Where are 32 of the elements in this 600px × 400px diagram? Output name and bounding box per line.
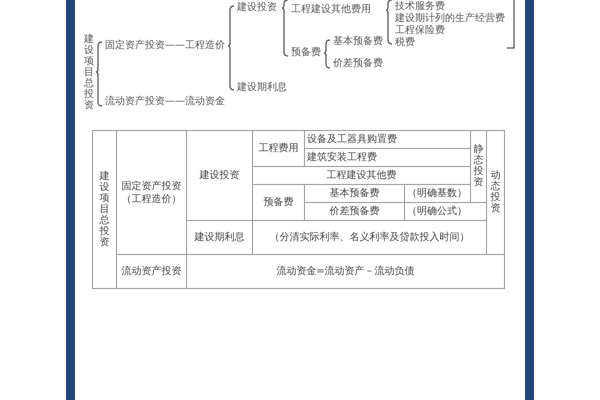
table-text: 建设项目总投资 [100, 170, 110, 248]
table-text: 工程建设其他费 [326, 169, 396, 182]
tree-label: 工程建设其他费用 [291, 4, 371, 16]
table-text: 价差预备费 [330, 205, 380, 218]
table-text: 工程费用 [258, 142, 298, 155]
table-text: 动态投资 [490, 170, 500, 214]
table-text: 建设期利息 [194, 231, 244, 244]
table-text: （明确公式） [407, 205, 467, 218]
table-text: （明确基数） [407, 187, 467, 200]
tree-label: 税费 [395, 37, 415, 49]
tree-label: 建设投资 [237, 2, 277, 14]
tree-label: 工程保险费 [395, 25, 445, 36]
table-text: 基本预备费 [330, 187, 380, 200]
table-text: 建设投资 [200, 169, 240, 182]
tree-label: 基本预备费 [333, 36, 383, 48]
table-text: 预备费 [264, 196, 294, 209]
table-text: 固定资产投资 [120, 180, 182, 192]
tree-label: 建设项目总投资 [84, 34, 94, 111]
tree-label: 价差预备费 [333, 58, 383, 70]
tree-label: 流动资产投资——流动资金 [105, 96, 225, 108]
table-text: 设备及工器具购置费 [307, 133, 397, 146]
table-text: 静态投资 [474, 144, 484, 188]
tree-label: 建设期计列的生产经营费 [395, 13, 505, 24]
table-text: （分清实际利率、名义利率及贷款投入时间） [270, 231, 470, 244]
tree-label: 预备费 [291, 47, 321, 59]
table-text: 建筑安装工程费 [307, 151, 377, 164]
table-text: 流动资金=流动资产－流动负债 [276, 265, 415, 278]
table-text: （工程造价） [120, 192, 182, 206]
tree-label: 技术服务费 [395, 1, 445, 12]
table-text: 流动资产投资 [122, 265, 182, 278]
tree-label: 固定资产投资——工程造价 [105, 40, 225, 52]
tree-label: 建设期利息 [237, 82, 287, 94]
